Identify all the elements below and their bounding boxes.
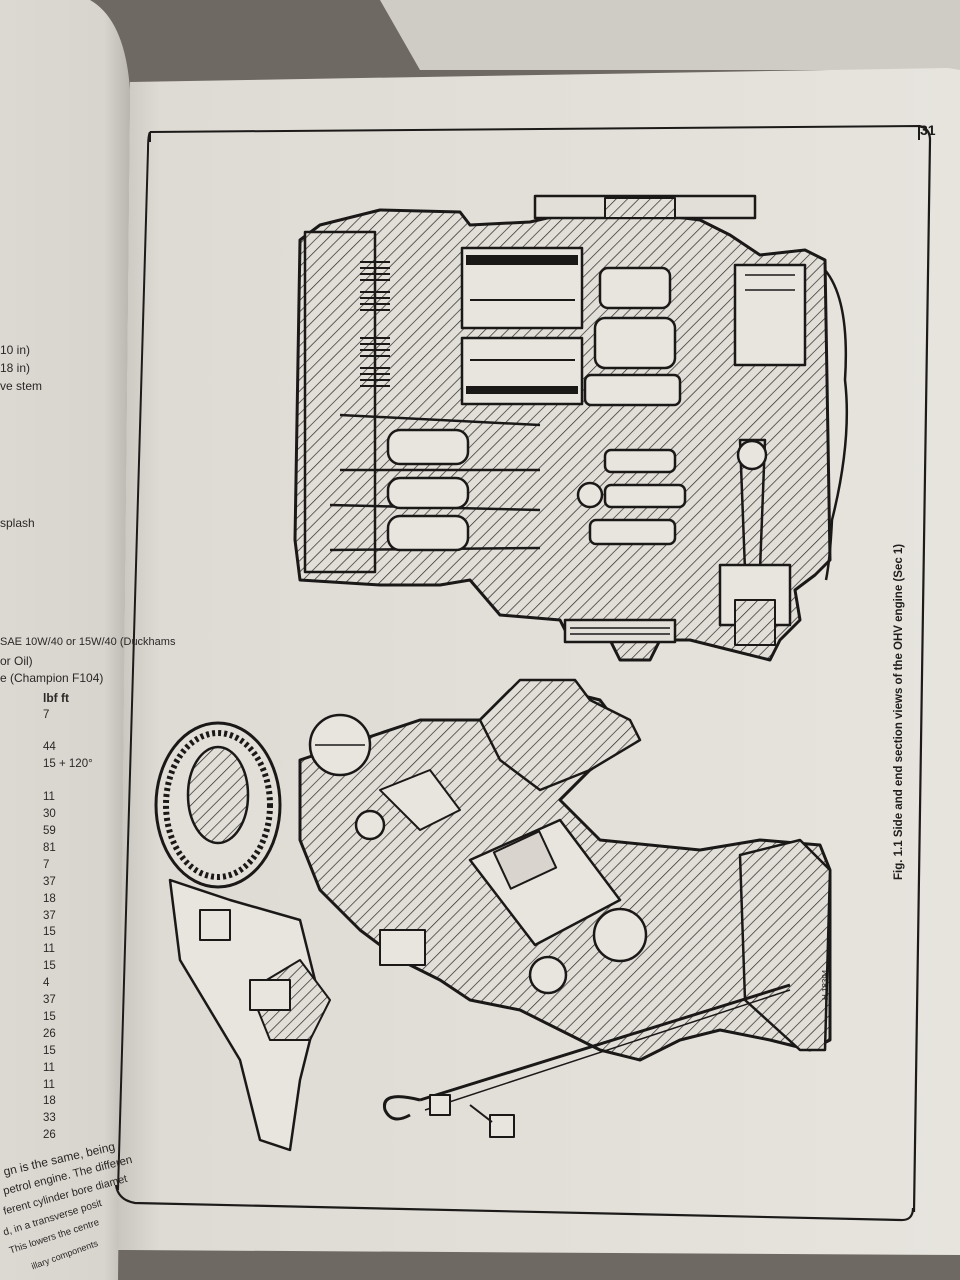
torque-value: 7	[43, 859, 50, 871]
left-page	[0, 0, 130, 1280]
page-number: 31	[920, 122, 936, 138]
torque-value: 7	[43, 709, 50, 721]
left-page-text: 18 in)	[0, 361, 31, 375]
torque-header: lbf ft	[43, 691, 69, 705]
drawing-reference: H.18394	[821, 969, 830, 1000]
torque-value: 11	[43, 943, 55, 955]
torque-value: 59	[43, 825, 56, 837]
torque-value: 44	[43, 741, 56, 753]
left-page-text: splash	[0, 516, 35, 530]
torque-value: 37	[43, 876, 56, 888]
side-section-drawing	[293, 194, 849, 662]
torque-value: 15 + 120°	[43, 758, 93, 770]
torque-value: 15	[43, 1045, 56, 1057]
left-page-text: ve stem	[0, 379, 43, 393]
left-page-text: or Oil)	[0, 654, 33, 668]
torque-value: 15	[43, 960, 56, 972]
torque-value: 11	[43, 1079, 55, 1091]
left-page-text: SAE 10W/40 or 15W/40 (Duckhams	[0, 636, 176, 648]
figure-frame-right	[912, 124, 932, 1213]
figure-frame-left	[117, 131, 151, 1191]
torque-value: 18	[43, 893, 56, 905]
torque-value: 26	[43, 1028, 56, 1040]
torque-value: 11	[43, 791, 55, 803]
torque-value: 11	[43, 1062, 55, 1074]
left-page-text: 10 in)	[0, 343, 31, 357]
figure-caption: Fig. 1.1 Side and end section views of t…	[893, 543, 905, 880]
torque-value: 15	[43, 926, 56, 938]
torque-value: 15	[43, 1011, 56, 1023]
figure-frame-bottom	[114, 1184, 915, 1222]
torque-value: 37	[43, 910, 56, 922]
torque-value: 4	[43, 977, 50, 989]
torque-value: 33	[43, 1112, 56, 1124]
torque-value: 37	[43, 994, 56, 1006]
torque-value: 81	[43, 842, 56, 854]
left-page-text: e (Champion F104)	[0, 671, 104, 685]
torque-value: 26	[43, 1129, 56, 1141]
end-section-drawing	[154, 678, 832, 1152]
torque-value: 30	[43, 808, 56, 820]
torque-value: 18	[43, 1095, 56, 1107]
